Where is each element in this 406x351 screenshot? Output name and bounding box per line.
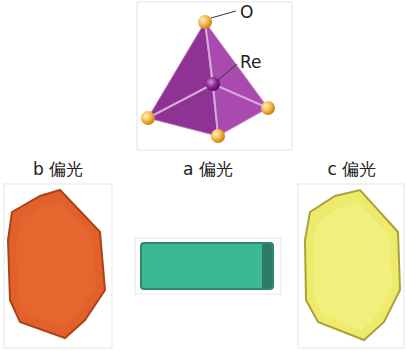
photo-frame — [135, 238, 281, 294]
image-frame — [137, 2, 292, 150]
atom-label: O — [240, 3, 253, 22]
atom-label: Re — [240, 53, 262, 72]
tetrahedron — [141, 15, 275, 143]
photo-frame — [4, 184, 112, 348]
photo-frame — [298, 184, 404, 348]
polarization-label: b 偏光 — [33, 160, 83, 179]
polarization-label: a 偏光 — [183, 160, 233, 179]
leader-line — [218, 64, 237, 80]
crystal-photo — [141, 243, 273, 289]
polarization-label: c 偏光 — [328, 160, 377, 179]
crystal-photo — [8, 190, 105, 338]
crystal-photo — [305, 190, 400, 340]
leader-line — [211, 11, 236, 18]
